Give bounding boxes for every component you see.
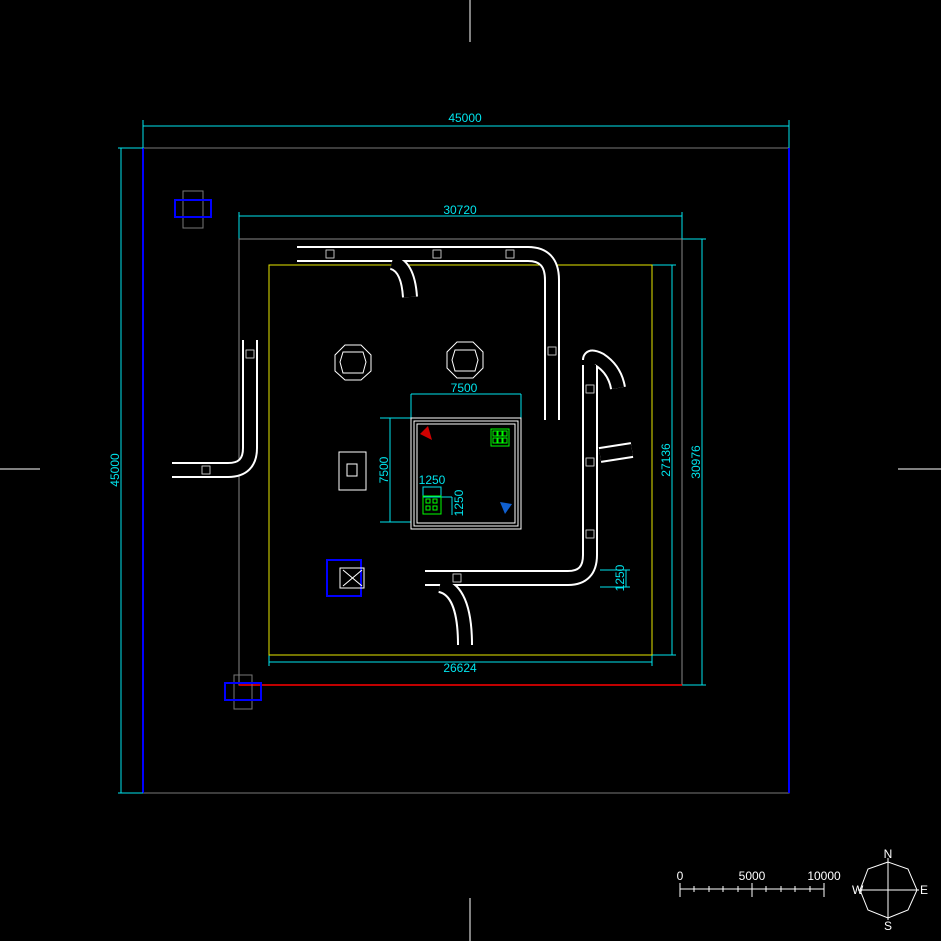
scale-label-0: 0 [677, 869, 684, 883]
scale-label-5000: 5000 [739, 869, 766, 883]
dim-outer-width: 45000 [448, 111, 482, 125]
scale-bar [679, 883, 825, 897]
blue-marker-icon [500, 502, 512, 514]
marker-bottom-left [224, 674, 262, 710]
equipment-rack-bottom [422, 495, 442, 515]
dim-lane-width: 1250 [613, 564, 627, 591]
conveyors [172, 246, 634, 646]
compass-icon [858, 858, 919, 920]
compass-e: E [920, 883, 928, 897]
equipment-rack-top [490, 428, 510, 447]
red-marker-icon [420, 426, 432, 440]
dim-outer-height: 45000 [108, 453, 122, 487]
central-block [410, 417, 522, 530]
dim-slot-width: 1250 [419, 473, 446, 487]
dim-block-height: 7500 [377, 456, 391, 483]
loading-unit [326, 559, 365, 597]
dim-slot-height: 1250 [452, 489, 466, 516]
marker-top-left [174, 190, 212, 229]
compass-s: S [884, 919, 892, 933]
compass-w: W [852, 883, 864, 897]
dim-yard-height: 27136 [659, 443, 673, 477]
dim-inner-height: 30976 [689, 445, 703, 479]
outer-boundary [142, 147, 790, 794]
machine-unit [338, 451, 367, 491]
compass-n: N [884, 847, 893, 861]
octagon-equipment [334, 341, 484, 381]
dim-block-width: 7500 [451, 381, 478, 395]
dim-inner-width: 30720 [443, 203, 477, 217]
scale-label-10000: 10000 [807, 869, 841, 883]
dim-yard-width: 26624 [443, 661, 477, 675]
outer-dimension-lines [118, 120, 790, 794]
yard-boundary [268, 264, 653, 656]
